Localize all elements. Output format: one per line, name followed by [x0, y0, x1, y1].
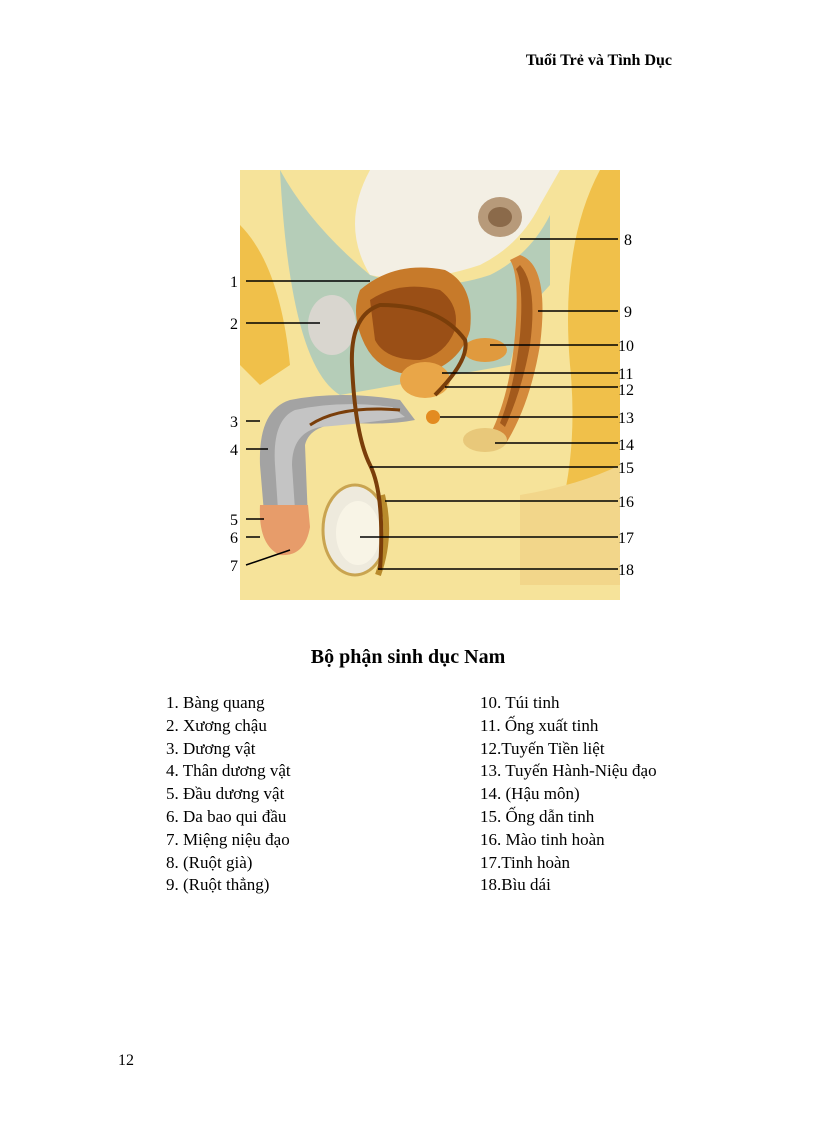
legend-item: 11. Ống xuất tinh — [480, 715, 599, 735]
legend-item: 12.Tuyến Tiền liệt — [480, 738, 605, 758]
page-number: 12 — [118, 1052, 134, 1069]
legend-item: 6. Da bao qui đầu — [166, 806, 287, 826]
callout-4: 4 — [230, 442, 238, 459]
legend-item: 1. Bàng quang — [166, 693, 265, 712]
large-intestine-lumen — [488, 207, 512, 227]
pubic-bone — [308, 295, 356, 355]
testis-inner — [336, 501, 380, 565]
callout-10: 10 — [618, 338, 634, 355]
legend-item: 13. Tuyến Hành-Niệu đạo — [480, 761, 657, 781]
legend-item: 7. Miệng niệu đạo — [166, 829, 290, 849]
callout-2: 2 — [230, 316, 238, 333]
callout-8: 8 — [624, 232, 632, 249]
callout-11: 11 — [618, 366, 633, 383]
bulbourethral-gland — [426, 410, 440, 424]
callout-7: 7 — [230, 558, 238, 575]
callout-16: 16 — [618, 494, 634, 511]
legend-item: 8. (Ruột già) — [166, 852, 253, 872]
legend-item: 17.Tinh hoàn — [480, 852, 571, 872]
legend-item: 10. Túi tinh — [480, 693, 560, 712]
callout-3: 3 — [230, 414, 238, 431]
legend-item: 4. Thân dương vật — [166, 761, 291, 781]
callout-13: 13 — [618, 410, 634, 427]
corpus-cavernosum — [274, 404, 405, 510]
seminal-vesicle — [463, 338, 507, 362]
legend-item: 9. (Ruột thẳng) — [166, 875, 270, 895]
callout-5: 5 — [230, 512, 238, 529]
callout-lines — [245, 238, 618, 570]
back-tissue — [550, 170, 620, 545]
legend-item: 15. Ống dẫn tinh — [480, 806, 595, 826]
front-tissue — [240, 225, 290, 385]
figure-caption: Bộ phận sinh dục Nam — [310, 646, 506, 668]
callout-18: 18 — [618, 562, 634, 579]
vas-deferens — [349, 302, 468, 571]
legend-item: 14. (Hậu môn) — [480, 784, 580, 804]
legend-right-column: 10. Túi tinh 11. Ống xuất tinh 12.Tuyến … — [480, 692, 657, 897]
callout-15: 15 — [618, 460, 634, 477]
running-header: Tuổi Trẻ và Tình Dục — [525, 52, 672, 69]
callout-14: 14 — [618, 437, 634, 454]
glans — [259, 505, 310, 556]
legend-item: 2. Xương chậu — [166, 715, 267, 735]
abdomen-cavity — [240, 170, 560, 279]
urethra — [309, 407, 401, 427]
callout-17: 17 — [618, 530, 634, 547]
anus — [463, 428, 507, 452]
thigh — [520, 465, 620, 585]
legend-item: 16. Mào tinh hoàn — [480, 829, 605, 849]
anatomy-diagram: 1 2 3 4 5 6 7 8 9 10 11 12 13 14 15 16 1… — [230, 170, 634, 600]
legend-item: 3. Dương vật — [166, 738, 256, 758]
callout-6: 6 — [230, 530, 238, 547]
callout-12: 12 — [618, 382, 634, 399]
prostate — [400, 362, 450, 398]
callout-9: 9 — [624, 304, 632, 321]
legend-item: 5. Đầu dương vật — [166, 784, 285, 804]
rectum-inner — [500, 265, 533, 427]
legend-left-column: 1. Bàng quang 2. Xương chậu 3. Dương vật… — [166, 692, 291, 897]
legend-item: 18.Bìu dái — [480, 875, 551, 895]
callout-1: 1 — [230, 274, 238, 291]
